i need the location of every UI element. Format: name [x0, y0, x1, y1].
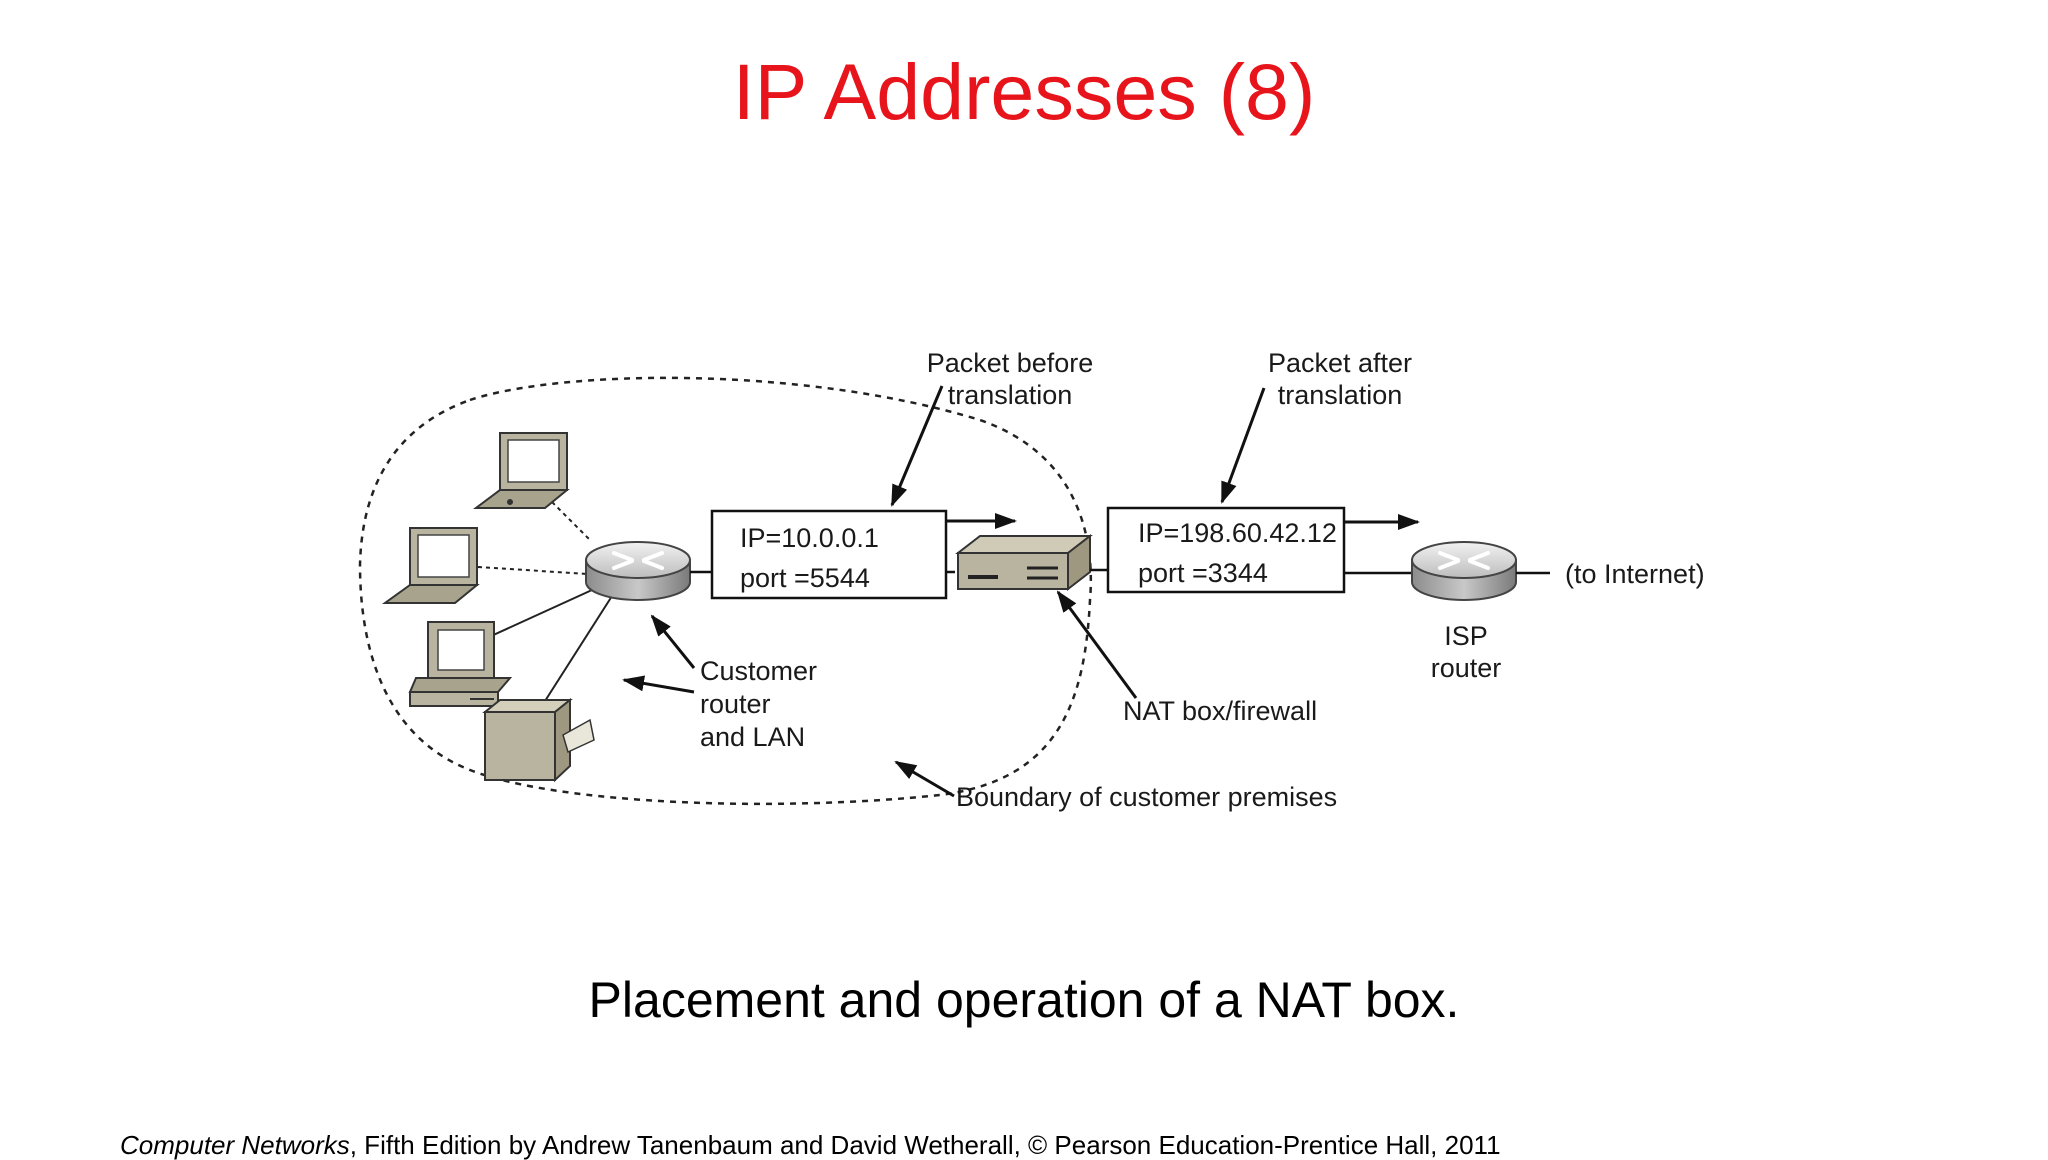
customer-router-pointer: [650, 614, 696, 669]
lan-pointer: [622, 675, 695, 694]
customer-router-label-3: and LAN: [700, 722, 805, 752]
nat-box-label: NAT box/firewall: [1123, 696, 1317, 726]
slide-title: IP Addresses (8): [732, 47, 1316, 136]
slide-footer: Computer Networks, Fifth Edition by Andr…: [120, 1132, 1501, 1158]
packet-before-ip: IP=10.0.0.1: [740, 523, 879, 553]
nat-box-pointer: [1056, 590, 1138, 699]
packet-after-ip: IP=198.60.42.12: [1138, 518, 1337, 548]
nat-box-icon: [955, 533, 1093, 592]
isp-router-label-1: ISP: [1444, 621, 1488, 651]
packet-after-port: port =3344: [1138, 558, 1268, 588]
customer-router-icon: [585, 541, 691, 601]
customer-router-label-1: Customer: [700, 656, 817, 686]
packet-before-pointer: [890, 385, 944, 507]
packet-after-label-1: Packet after: [1268, 348, 1412, 378]
customer-router-label-2: router: [700, 689, 771, 719]
isp-router-icon: [1411, 541, 1517, 601]
customer-premises-boundary: [358, 376, 1093, 806]
footer-credits: , Fifth Edition by Andrew Tanenbaum and …: [349, 1130, 1501, 1160]
laptop1-link: [534, 484, 591, 541]
desktop-computer-icon: [408, 621, 513, 707]
footer-book-title: Computer Networks: [120, 1130, 350, 1160]
packet-after-pointer: [1220, 387, 1266, 504]
packet-before-port: port =5544: [740, 563, 870, 593]
laptop-icon: [473, 432, 570, 509]
boundary-label: Boundary of customer premises: [956, 782, 1337, 812]
boundary-pointer: [894, 760, 955, 798]
desktop-link: [477, 589, 593, 643]
packet-before-box: [710, 509, 948, 600]
packet-after-box: [1106, 506, 1346, 594]
internet-label: (to Internet): [1565, 559, 1705, 589]
laptop2-link: [477, 566, 589, 575]
figure-caption: Placement and operation of a NAT box.: [588, 972, 1460, 1028]
packet-before-label-2: translation: [948, 380, 1073, 410]
laptop-icon: [381, 527, 480, 604]
printer-icon: [482, 697, 595, 783]
packet-before-label-1: Packet before: [927, 348, 1094, 378]
printer-link: [537, 595, 613, 713]
isp-router-label-2: router: [1431, 653, 1502, 683]
packet-after-label-2: translation: [1278, 380, 1403, 410]
